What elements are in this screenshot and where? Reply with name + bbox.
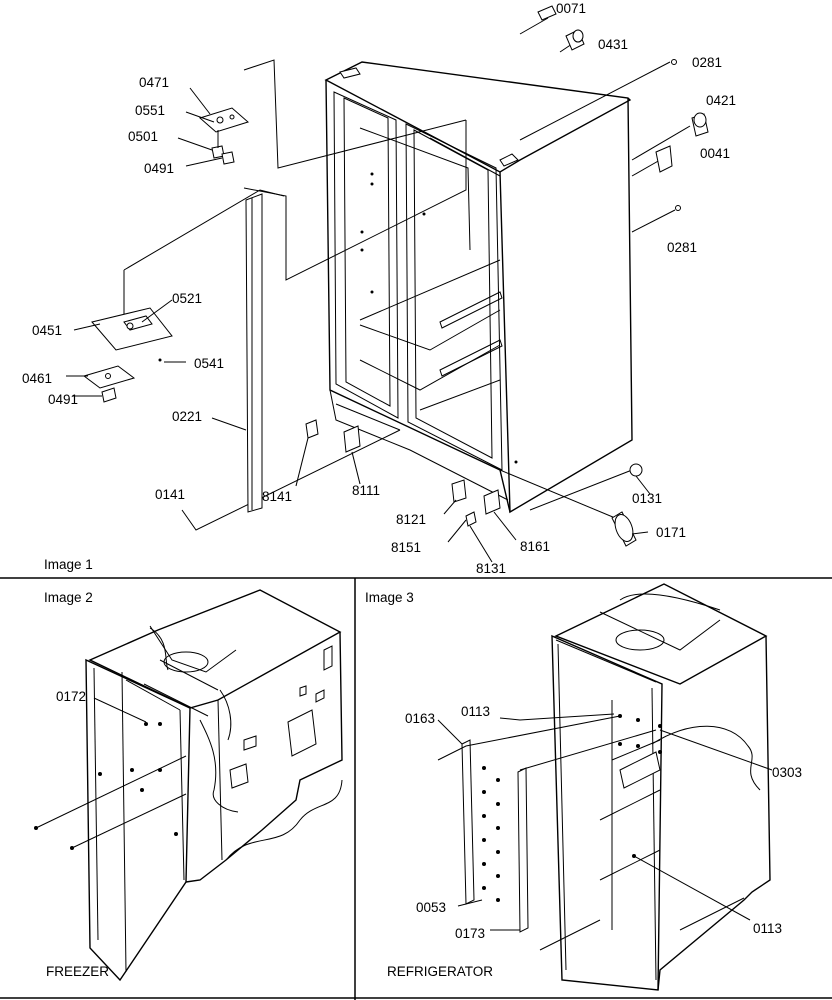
callout-label: 0113 [461,704,490,719]
panel-title: Image 3 [365,590,414,605]
callout-label: 0521 [172,291,202,306]
panel-caption: REFRIGERATOR [387,964,493,979]
image-3-labels: Image 3 0163 0113 0303 0053 0173 0113 RE… [365,590,802,979]
callout-label: 0131 [632,491,662,506]
image-2-labels: Image 2 0172 FREEZER [44,590,109,979]
callout-label: 0053 [416,900,446,915]
callout-label: 0281 [692,55,722,70]
callout-label: 0172 [56,689,86,704]
callout-label: 0501 [128,129,158,144]
image-1-labels: Image 1 0071 0431 0281 0421 0041 0281 04… [22,1,736,576]
image-1-drawing [66,5,709,563]
callout-label: 0113 [753,921,782,936]
callout-label: 0041 [700,146,730,161]
callout-label: 0173 [455,926,485,941]
callout-label: 0491 [144,161,174,176]
callout-label: 0451 [32,323,62,338]
callout-label: 8161 [520,539,550,554]
callout-label: 0281 [667,240,697,255]
callout-label: 8121 [396,512,426,527]
panel-caption: FREEZER [46,964,109,979]
image-3-drawing [437,583,773,991]
callout-label: 8111 [352,483,380,498]
callout-label: 0171 [656,525,686,540]
panel-frames [0,577,832,1000]
callout-label: 8141 [262,489,292,504]
callout-label: 0071 [556,1,586,16]
callout-label: 8151 [391,540,421,555]
panel-title: Image 2 [44,590,93,605]
callout-label: 8131 [476,561,506,576]
image-2-drawing [34,589,343,982]
callout-label: 0141 [155,487,185,502]
callout-label: 0221 [172,409,202,424]
callout-label: 0303 [772,765,802,780]
callout-label: 0491 [48,392,78,407]
callout-label: 0163 [405,711,435,726]
callout-label: 0551 [135,103,165,118]
callout-label: 0461 [22,371,52,386]
panel-title: Image 1 [44,557,93,572]
callout-label: 0471 [139,75,169,90]
callout-label: 0431 [598,37,628,52]
callout-label: 0541 [194,356,224,371]
callout-label: 0421 [706,93,736,108]
